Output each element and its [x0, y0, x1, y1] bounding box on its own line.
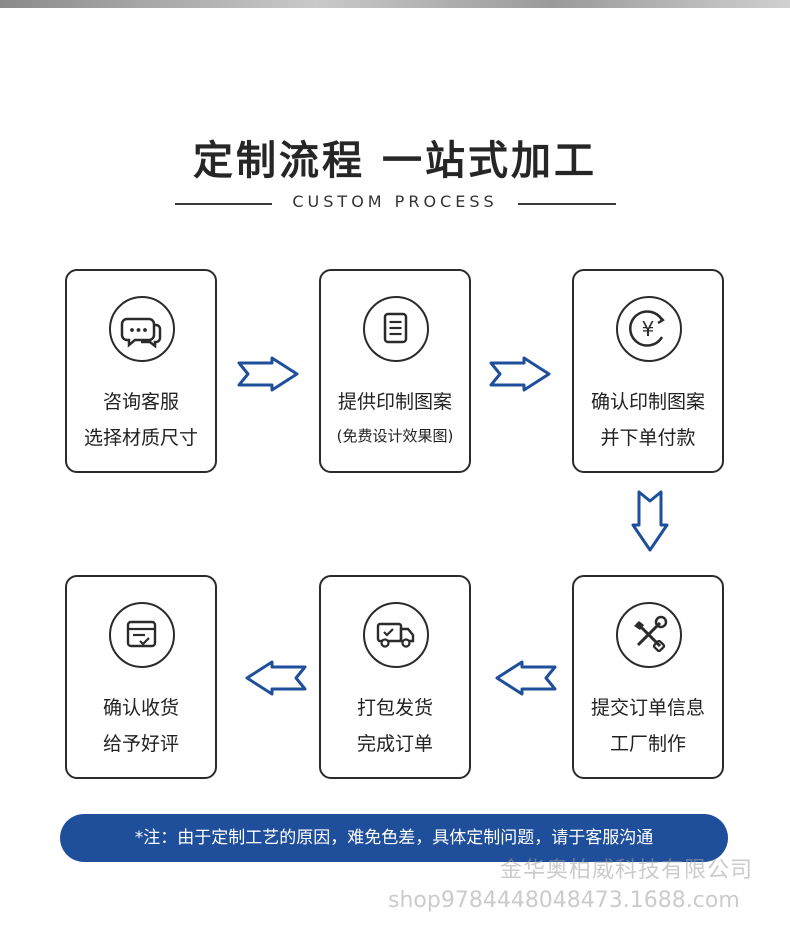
yen-coin-icon: ¥ — [616, 296, 682, 362]
step-title: 咨询客服 — [102, 391, 179, 413]
subtitle-line-left — [175, 203, 272, 205]
step-card-design: 提供印制图案 (免费设计效果图) — [319, 269, 471, 473]
arrow-right-icon — [489, 356, 551, 392]
arrow-down-icon — [631, 490, 669, 552]
step-detail: 给予好评 — [102, 733, 179, 755]
step-card-consult: 咨询客服 选择材质尺寸 — [65, 269, 217, 473]
step-title: 打包发货 — [356, 697, 433, 719]
step-title: 确认收货 — [102, 697, 179, 719]
step-card-production: 提交订单信息 工厂制作 — [572, 575, 724, 779]
top-decor-bar — [0, 0, 790, 8]
delivery-truck-icon — [363, 602, 429, 668]
subtitle-row: CUSTOM PROCESS — [0, 192, 790, 216]
chat-bubbles-icon — [109, 296, 175, 362]
step-detail: 并下单付款 — [600, 427, 696, 449]
step-title: 提供印制图案 — [337, 391, 452, 413]
step-detail: 选择材质尺寸 — [83, 427, 198, 449]
watermark-shop-url: shop9784448048473.1688.com — [388, 888, 740, 913]
tools-icon — [616, 602, 682, 668]
step-title: 提交订单信息 — [590, 697, 705, 719]
document-icon — [363, 296, 429, 362]
arrow-left-icon — [495, 660, 557, 696]
watermark-company: 金华奥柏威科技有限公司 — [500, 858, 754, 883]
step-card-receive: 确认收货 给予好评 — [65, 575, 217, 779]
subtitle: CUSTOM PROCESS — [292, 192, 498, 211]
step-detail: 工厂制作 — [609, 733, 686, 755]
step-detail: (免费设计效果图) — [336, 427, 454, 445]
subtitle-line-right — [518, 203, 616, 205]
note-banner: *注：由于定制工艺的原因，难免色差，具体定制问题，请于客服沟通 — [60, 814, 728, 862]
arrow-left-icon — [245, 660, 307, 696]
step-card-confirm-pay: ¥ 确认印制图案 并下单付款 — [572, 269, 724, 473]
arrow-right-icon — [237, 356, 299, 392]
step-title: 确认印制图案 — [590, 391, 705, 413]
step-card-shipping: 打包发货 完成订单 — [319, 575, 471, 779]
checklist-icon — [109, 602, 175, 668]
page-title: 定制流程 一站式加工 — [193, 138, 597, 184]
svg-text:¥: ¥ — [642, 317, 655, 341]
step-detail: 完成订单 — [356, 733, 433, 755]
